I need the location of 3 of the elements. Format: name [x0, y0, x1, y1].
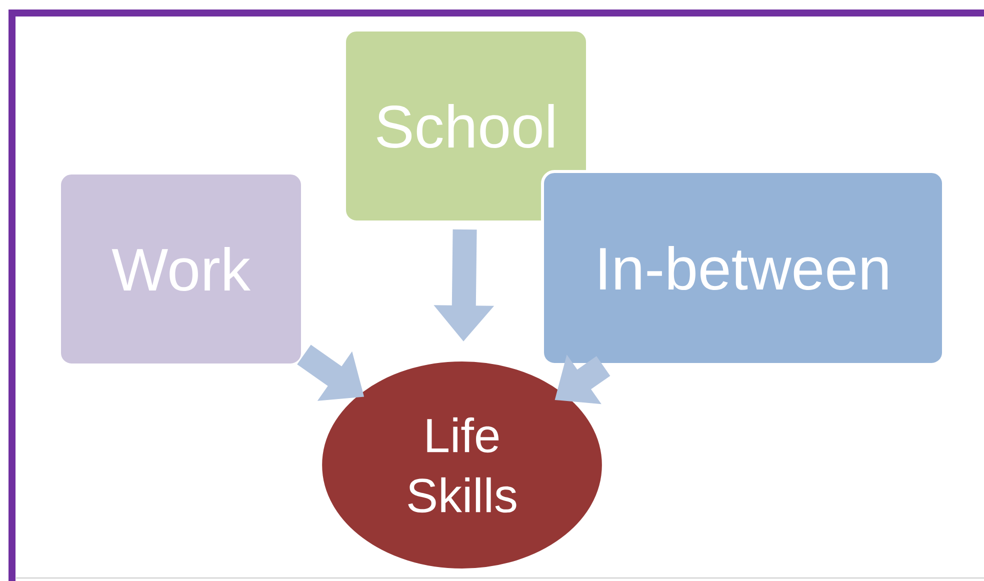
box: Work: [58, 172, 304, 366]
box: School: [343, 28, 589, 224]
box: In-between: [541, 170, 946, 366]
